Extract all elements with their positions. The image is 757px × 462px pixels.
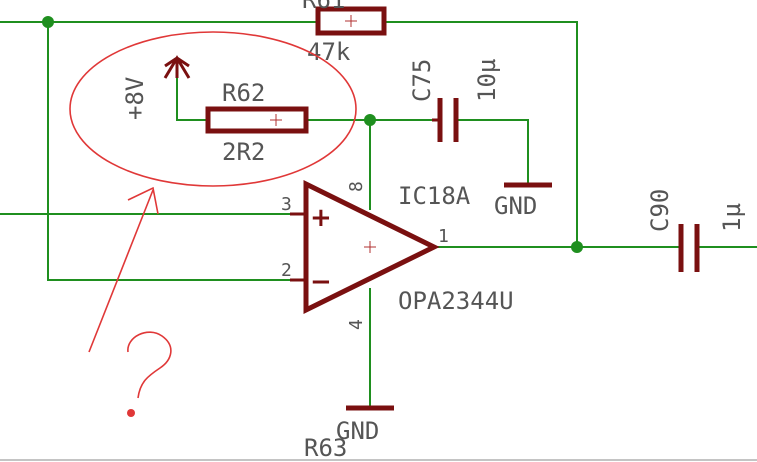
annotation-arrow-head: [127, 186, 159, 215]
junction-supply-node: [364, 114, 376, 126]
c75-value-label: 10µ: [473, 59, 501, 102]
wire-feedback-vertical: [47, 22, 290, 281]
resistor-r61[interactable]: R61 47k: [302, 0, 387, 66]
ic-gnd-label: GND: [336, 417, 379, 445]
wire-c75-gnd: [458, 119, 529, 185]
opamp-minus-sign: −: [310, 267, 332, 297]
wire-top-rail-right: [386, 21, 578, 247]
r62-name-label: R62: [222, 79, 265, 107]
opamp-plus-sign: +: [310, 203, 332, 233]
question-mark-dot: [127, 409, 135, 417]
pin-8-label: 8: [346, 181, 367, 192]
junction-top-left: [42, 16, 54, 28]
junction-output: [571, 241, 583, 253]
c90-value-label: 1µ: [718, 203, 746, 232]
annotation-circle: [69, 31, 357, 187]
c90-name-label: C90: [646, 189, 674, 232]
r62-value-label: 2R2: [222, 138, 265, 166]
c75-name-label: C75: [408, 59, 436, 102]
pin-4-label: 4: [346, 319, 367, 330]
capacitor-c90[interactable]: C90 1µ: [646, 189, 746, 272]
c75-gnd-label: GND: [494, 192, 537, 220]
supply-arrow-icon: [163, 55, 191, 79]
annotation-arrow-line: [88, 189, 154, 353]
pin-1-label: 1: [438, 226, 449, 247]
capacitor-c75[interactable]: C75 10µ: [408, 59, 501, 142]
r61-name-label: R61: [302, 0, 345, 14]
supply-label: +8V: [121, 77, 149, 120]
ground-ic[interactable]: GND: [336, 405, 394, 445]
resistor-r62[interactable]: R62 2R2: [205, 79, 309, 166]
ic-part-label: OPA2344U: [398, 287, 514, 315]
ground-c75[interactable]: GND: [494, 182, 552, 220]
ic-name-label: IC18A: [398, 182, 471, 210]
wire-supply-r62: [176, 78, 208, 121]
pin-3-label: 3: [281, 194, 292, 215]
opamp-ic18a[interactable]: + − 3 2 1 8 4 IC18A OPA2344U: [281, 179, 514, 330]
r61-value-label: 47k: [307, 38, 351, 66]
pin-2-label: 2: [281, 260, 292, 281]
wires: [0, 21, 757, 408]
supply-8v[interactable]: +8V: [121, 55, 191, 120]
annotation-markup: [69, 31, 357, 417]
r63-name-label: R63: [304, 434, 347, 462]
question-mark-icon: [127, 331, 172, 399]
